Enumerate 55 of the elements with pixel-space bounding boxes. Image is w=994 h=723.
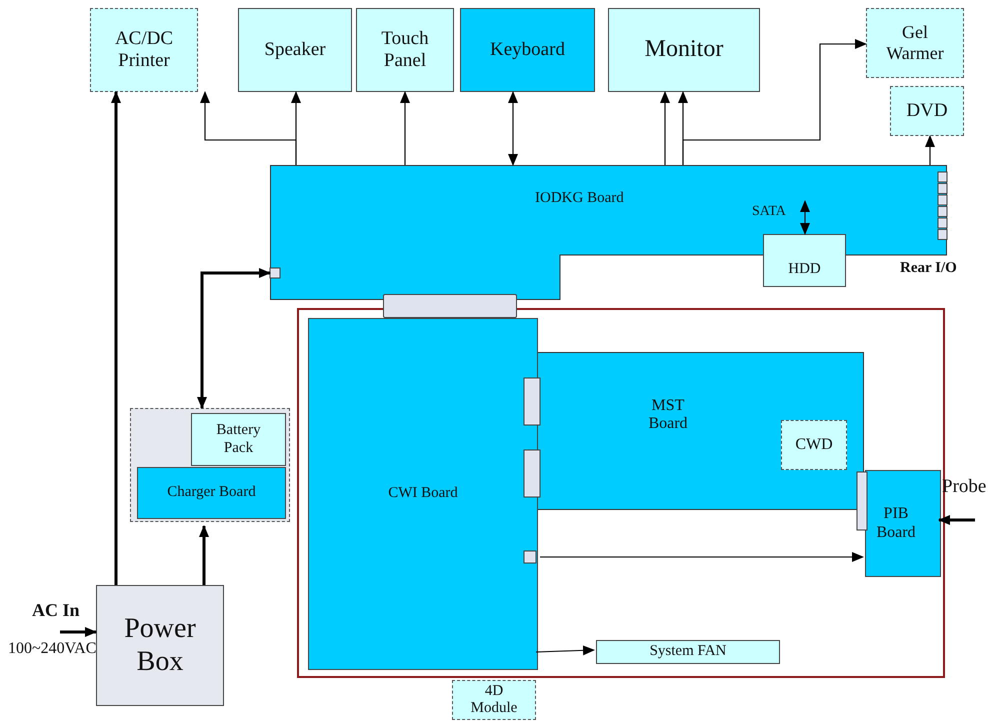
arrow xyxy=(400,91,410,165)
node-label: AC/DC Printer xyxy=(114,28,174,72)
edge-label: SATA xyxy=(752,204,786,220)
block xyxy=(137,467,286,519)
arrow xyxy=(60,627,97,637)
arrow xyxy=(199,525,209,585)
block xyxy=(596,640,780,664)
arrow xyxy=(938,515,975,525)
block xyxy=(191,413,286,466)
block xyxy=(890,86,964,136)
node-label: Power Box xyxy=(123,613,197,678)
node-label: HDD xyxy=(788,260,821,278)
connector-bar xyxy=(383,294,517,318)
node-label: CWD xyxy=(795,436,833,454)
arrow xyxy=(111,91,121,585)
block xyxy=(538,352,864,510)
block xyxy=(90,8,198,92)
node-label: 4D Module xyxy=(470,682,518,718)
block xyxy=(356,8,454,92)
node-label: Gel Warmer xyxy=(885,22,945,64)
block xyxy=(308,318,538,670)
block xyxy=(608,8,760,92)
node-label: Charger Board xyxy=(167,484,256,502)
annotation-label: Rear I/O xyxy=(900,260,957,277)
node-label: MST Board xyxy=(647,397,689,434)
block xyxy=(781,420,847,470)
block xyxy=(96,585,224,706)
annotation-label: 100~240VAC xyxy=(8,640,96,658)
battery-assembly-box xyxy=(130,408,290,522)
node-label: Touch Panel xyxy=(380,28,430,72)
arrow xyxy=(682,39,867,165)
arrow xyxy=(925,135,935,165)
arrow xyxy=(800,200,810,235)
node-label: System FAN xyxy=(650,643,726,661)
node-label: CWI Board xyxy=(388,485,458,503)
arrow xyxy=(660,91,670,165)
block xyxy=(460,8,595,92)
node-label: Battery Pack xyxy=(215,422,262,457)
arrow xyxy=(291,91,301,165)
arrow xyxy=(540,552,864,562)
node-label: Speaker xyxy=(264,39,326,61)
block xyxy=(865,470,941,577)
node-label: PIB Board xyxy=(876,505,916,542)
block xyxy=(452,680,536,720)
node-label: IODKG Board xyxy=(535,190,624,208)
arrow xyxy=(197,268,271,409)
arrow xyxy=(508,91,518,166)
block xyxy=(866,8,964,78)
node-label: DVD xyxy=(906,100,948,122)
node-label: Keyboard xyxy=(490,39,565,61)
block xyxy=(763,234,846,287)
arrow xyxy=(536,645,595,656)
edge-label: AC In xyxy=(32,600,80,621)
block xyxy=(238,8,352,92)
node-label: Monitor xyxy=(644,36,724,64)
